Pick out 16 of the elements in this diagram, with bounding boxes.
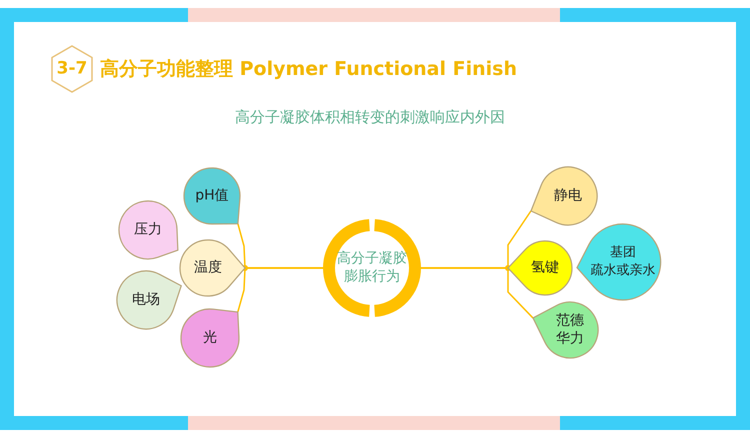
node-label: 温度 xyxy=(193,259,223,277)
connector-line xyxy=(421,267,534,318)
subtitle: 高分子凝胶体积相转变的刺激响应内外因 xyxy=(234,108,506,127)
node-label: 氢键 xyxy=(530,259,560,277)
node-label: 静电 xyxy=(552,187,583,205)
section-number: 3-7 xyxy=(56,58,88,80)
connector-line xyxy=(237,267,323,312)
node-label: 压力 xyxy=(133,221,163,239)
node-label: pH值 xyxy=(194,187,230,205)
slide-title: 高分子功能整理 Polymer Functional Finish xyxy=(100,57,517,82)
node-label: 基团 xyxy=(608,244,637,262)
node-label: 范德华力 xyxy=(554,312,585,348)
node-label: 高分子凝胶膨胀行为 xyxy=(336,250,408,286)
node-label: 光 xyxy=(202,329,218,347)
node-label: 电场 xyxy=(131,291,161,309)
node-label: 疏水或亲水 xyxy=(589,262,656,280)
